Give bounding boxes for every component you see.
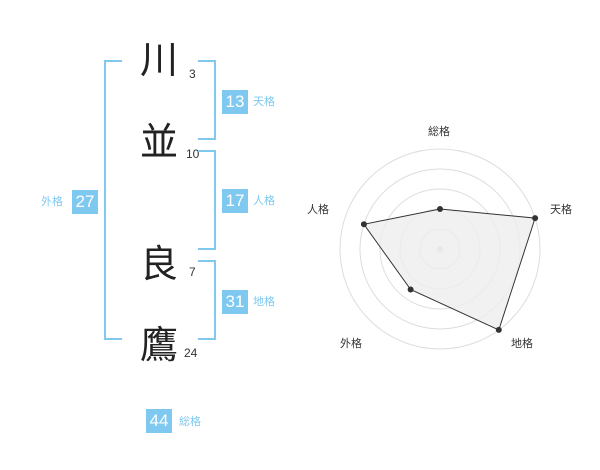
chikaku-label: 地格 (253, 295, 275, 308)
radar-axis-label-gaikaku: 外格 (340, 337, 362, 350)
gaikaku-bracket (104, 60, 122, 340)
radar-axis-label-soukaku: 総格 (428, 125, 450, 138)
stroke-count-3: 7 (189, 265, 196, 279)
jinkaku-bracket (198, 150, 216, 250)
radar-grid-ring (339, 148, 541, 350)
name-char-1: 川 (140, 38, 179, 82)
jinkaku-value: 17 (222, 189, 248, 213)
radar-point-4 (407, 286, 414, 293)
chikaku-bracket (198, 260, 216, 340)
radar-point-5 (360, 221, 367, 228)
radar-axis-label-jinkaku: 人格 (307, 203, 329, 216)
gaikaku-label: 外格 (41, 195, 63, 208)
stroke-count-4: 24 (184, 346, 198, 360)
soukaku-label: 総格 (179, 415, 201, 428)
name-char-2: 並 (140, 120, 179, 164)
radar-point-3 (495, 326, 502, 333)
tenkaku-bracket (198, 60, 216, 140)
soukaku-value: 44 (146, 409, 172, 433)
tenkaku-label: 天格 (253, 95, 275, 108)
jinkaku-label: 人格 (253, 194, 275, 207)
radar-point-1 (437, 206, 443, 212)
stroke-count-2: 10 (186, 147, 200, 161)
radar-point-2 (532, 215, 539, 222)
tenkaku-value: 13 (222, 90, 248, 114)
gaikaku-value: 27 (72, 190, 98, 214)
radar-axis-label-tenkaku: 天格 (550, 203, 572, 216)
chikaku-value: 31 (222, 290, 248, 314)
radar-axis-label-chikaku: 地格 (511, 337, 533, 350)
name-char-4: 鷹 (140, 323, 179, 367)
name-char-3: 良 (140, 242, 179, 286)
radar-series-area (363, 208, 536, 331)
stroke-count-1: 3 (189, 67, 196, 81)
